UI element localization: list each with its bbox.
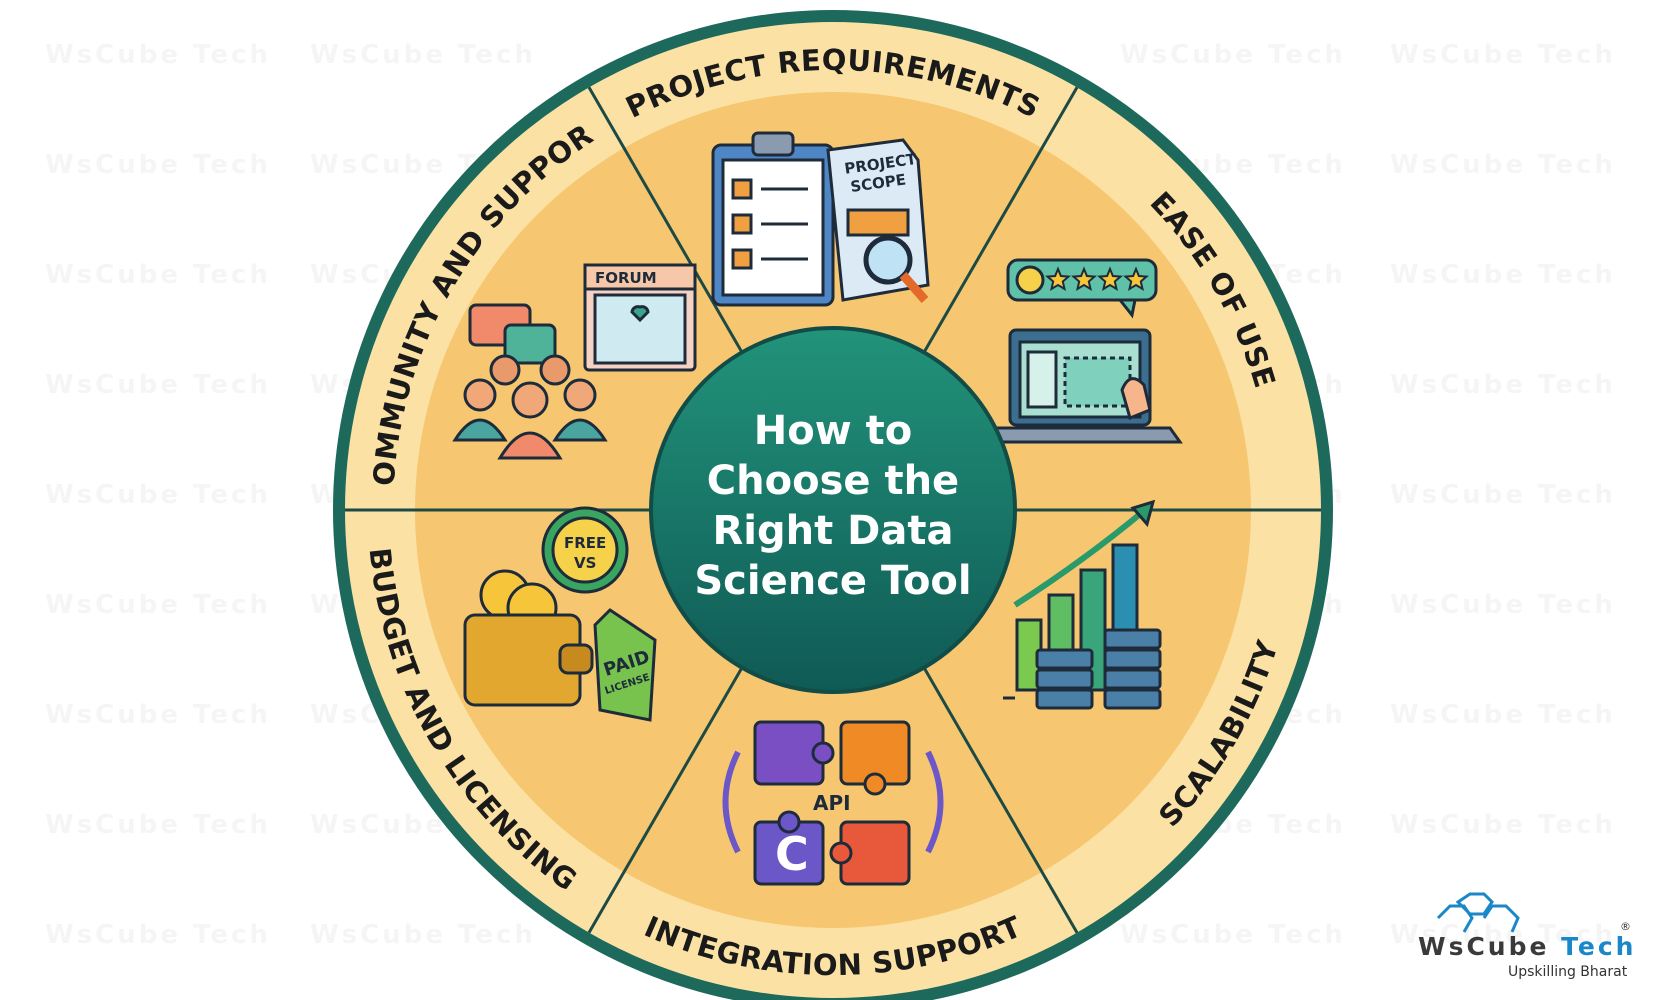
star-icon [1045,266,1071,291]
center-hub [649,326,1017,694]
logo-tagline: Upskilling Bharat [1508,964,1628,980]
svg-text:API: API [813,791,851,815]
svg-text:VS: VS [574,554,596,572]
svg-text:Choose the: Choose the [707,458,959,504]
community-forum-icon: FORUM [452,263,697,460]
sector-divider [922,86,1079,354]
sector-divider [587,666,744,934]
registered-mark: ® [1620,920,1631,933]
api-puzzle-icon: C API [722,720,944,886]
star-icon [1097,266,1123,291]
svg-text:FORUM: FORUM [595,269,657,287]
hexagon-logo-icon [1436,892,1520,933]
wscube-tech-logo: WsCube Tech ® Upskilling Bharat [1418,890,1638,990]
svg-text:C: C [775,827,809,881]
sector-dividers [345,86,1321,934]
star-icon [1123,266,1149,291]
star-icon [1071,266,1097,291]
laptop-rating-icon [977,258,1183,444]
svg-text:FREE: FREE [564,534,606,552]
svg-text:How to: How to [754,408,912,454]
wallet-license-icon: FREE VS PAID LICENSE [463,506,657,722]
logo-wordmark: WsCube Tech [1418,932,1637,961]
growth-chart-icon [1003,499,1162,710]
clipboard-scope-icon: PROJECT SCOPE [711,131,930,307]
svg-text:Science Tool: Science Tool [694,558,971,604]
center-title: How to Choose the Right Data Science Too… [694,408,971,604]
svg-text:Right Data: Right Data [713,508,954,554]
sector-divider [587,86,744,354]
sector-divider [922,666,1079,934]
rating-stars [1045,266,1149,291]
